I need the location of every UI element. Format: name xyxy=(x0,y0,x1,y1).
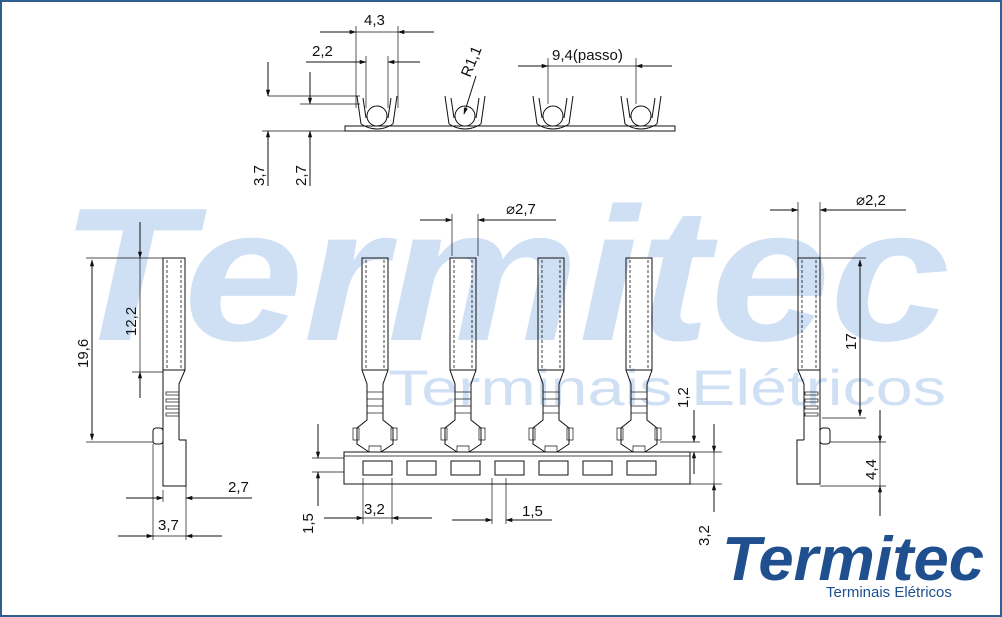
dim-front-1-5-h: 1,5 xyxy=(522,503,543,520)
dim-right-17: 17 xyxy=(843,333,860,350)
watermark: Termitec Terminais Elétricos xyxy=(60,169,950,416)
dim-top-r1-1: R1,1 xyxy=(458,44,486,80)
top-view: 3,7 2,7 4,3 2,2 R1,1 9,4(passo) xyxy=(251,12,676,186)
dim-front-3-2-h: 3,2 xyxy=(364,501,385,518)
dim-right-4-4: 4,4 xyxy=(863,459,880,480)
dim-top-4-3: 4,3 xyxy=(364,12,385,29)
front-pin-4 xyxy=(616,257,662,453)
dim-front-1-5-v: 1,5 xyxy=(300,513,317,534)
dim-top-2-2: 2,2 xyxy=(312,43,333,60)
left-side-view: 19,6 12,2 2,7 3,7 xyxy=(75,222,252,540)
front-view: ⌀2,7 1,5 3,2 1,5 1,2 3,2 xyxy=(300,201,722,546)
top-cup-1 xyxy=(356,95,398,130)
dim-top-3-7: 3,7 xyxy=(251,165,268,186)
dim-right-dia-2-2: ⌀2,2 xyxy=(856,192,886,209)
carrier-slot xyxy=(450,460,481,476)
watermark-tagline: Terminais Elétricos xyxy=(388,360,946,416)
dim-left-2-7: 2,7 xyxy=(228,479,249,496)
company-logo: Termitec Terminais Elétricos xyxy=(722,525,984,601)
carrier-slot xyxy=(538,460,569,476)
dim-left-19-6: 19,6 xyxy=(75,339,92,368)
logo-tagline: Terminais Elétricos xyxy=(826,584,952,601)
top-cup-2 xyxy=(444,95,486,130)
carrier-slot xyxy=(494,460,525,476)
carrier-slot xyxy=(582,460,613,476)
carrier-slot xyxy=(406,460,437,476)
logo-brand: Termitec xyxy=(722,525,984,594)
front-pin-3 xyxy=(528,257,574,453)
dim-top-pitch: 9,4(passo) xyxy=(552,47,623,64)
top-cup-4 xyxy=(620,95,662,130)
dim-front-3-2-v: 3,2 xyxy=(696,525,713,546)
top-cup-3 xyxy=(532,95,574,130)
dim-left-12-2: 12,2 xyxy=(123,307,140,336)
dim-top-2-7: 2,7 xyxy=(293,165,310,186)
right-side-view: ⌀2,2 17 4,4 xyxy=(770,192,906,516)
front-pin-2 xyxy=(440,257,486,453)
dim-left-3-7: 3,7 xyxy=(158,517,179,534)
carrier-slot xyxy=(626,460,657,476)
carrier-slot xyxy=(362,460,393,476)
front-pin-1 xyxy=(352,257,398,453)
dim-front-1-2: 1,2 xyxy=(675,387,692,408)
dim-front-dia-2-7: ⌀2,7 xyxy=(506,201,536,218)
watermark-brand: Termitec xyxy=(60,169,950,381)
